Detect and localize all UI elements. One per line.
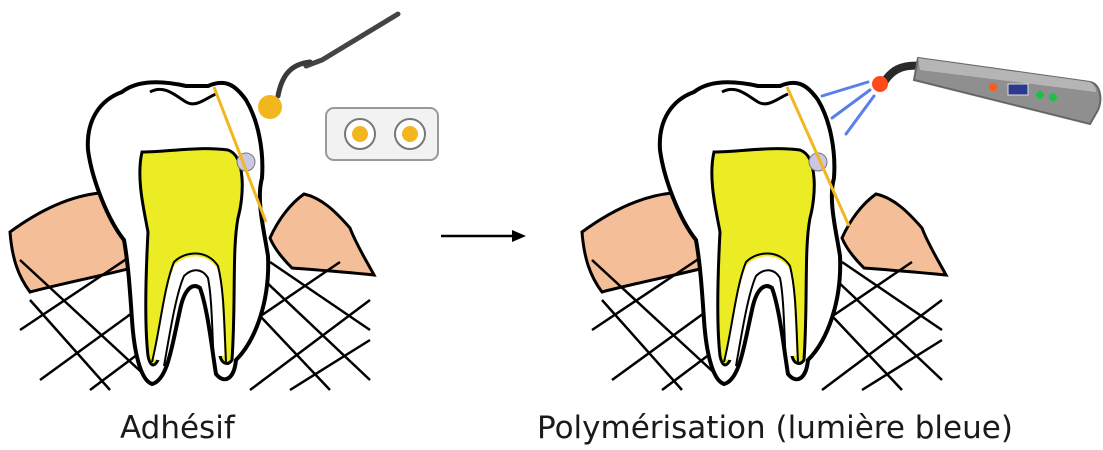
tooth-cross-section-left xyxy=(10,82,374,390)
applicator-brush-icon xyxy=(258,14,398,119)
curing-light-device-icon xyxy=(872,58,1100,124)
adhesive-panel xyxy=(10,14,438,390)
tooth-cross-section-right xyxy=(582,82,946,390)
polymerisation-caption: Polymérisation (lumière bleue) xyxy=(537,410,1013,446)
process-arrow-icon xyxy=(441,230,526,242)
adhesive-caption: Adhésif xyxy=(120,410,235,446)
polymerisation-panel xyxy=(582,58,1100,390)
adhesive-dish-icon xyxy=(326,108,438,160)
